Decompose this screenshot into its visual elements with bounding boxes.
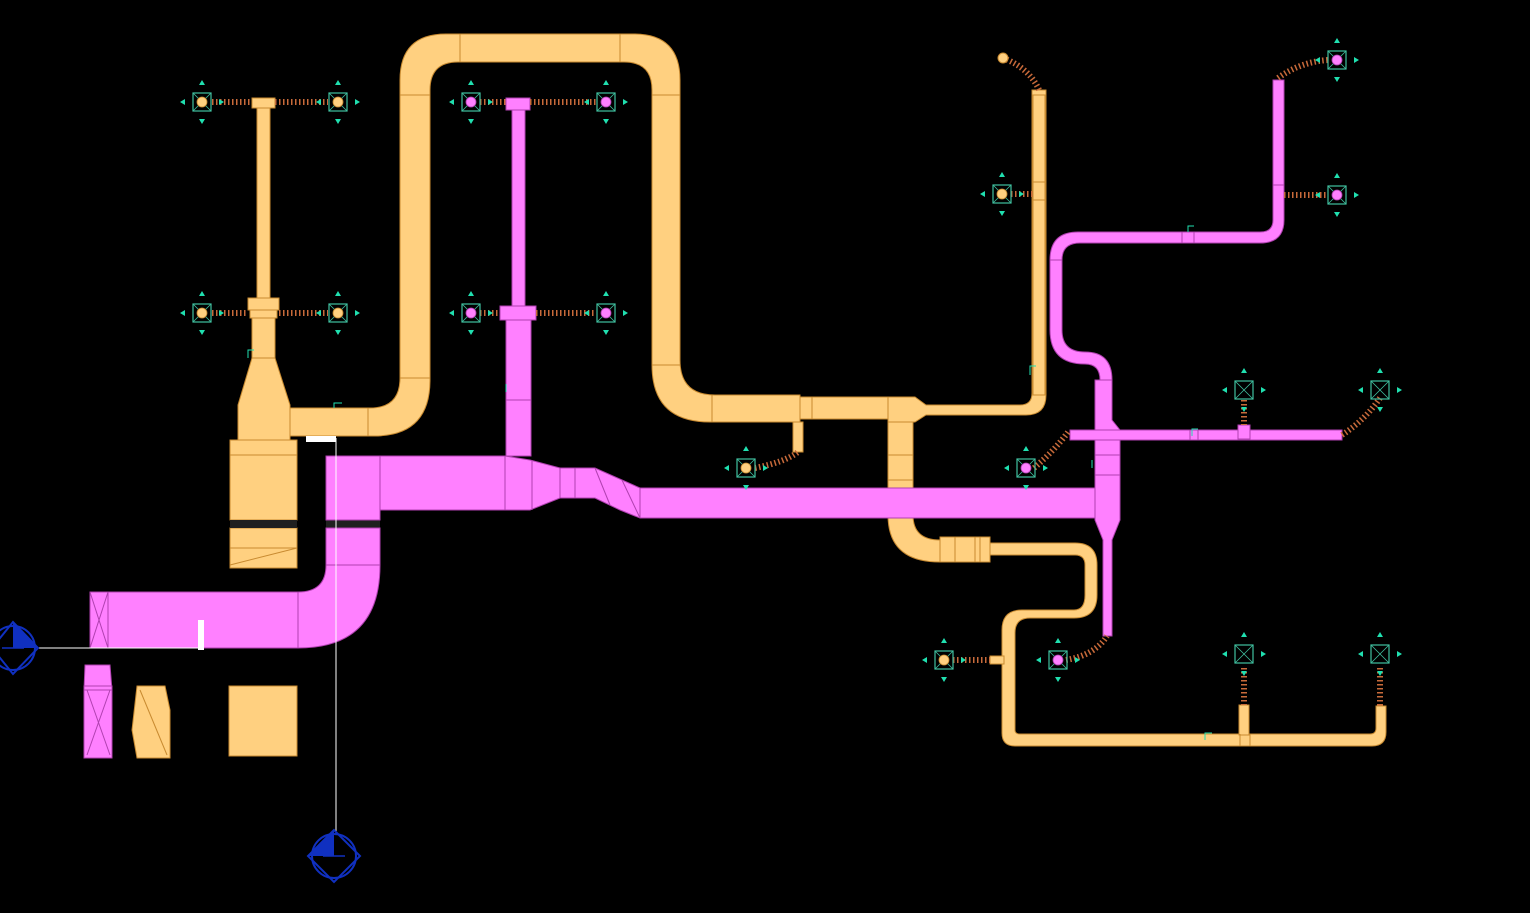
air-terminal-icon bbox=[315, 290, 361, 336]
section-leaders bbox=[38, 436, 337, 834]
grid-bubble-icon[interactable] bbox=[0, 620, 40, 676]
air-terminal-icon bbox=[1314, 172, 1360, 218]
supply-main-trunk bbox=[325, 455, 1096, 521]
equipment-box bbox=[228, 685, 298, 757]
supply-main-elbow bbox=[107, 527, 381, 649]
flex-duct-connectors bbox=[212, 55, 1383, 706]
air-terminal-icon bbox=[315, 79, 361, 125]
air-terminal-icon bbox=[979, 171, 1025, 217]
return-plenum bbox=[229, 439, 298, 521]
return-main-loop bbox=[289, 33, 801, 437]
air-terminal-icon bbox=[723, 445, 769, 491]
air-terminal-icon bbox=[1035, 637, 1081, 683]
air-terminal-icon bbox=[997, 52, 1009, 64]
supply-riser-right bbox=[1094, 379, 1121, 637]
supply-duct-system[interactable] bbox=[83, 79, 1343, 759]
air-terminal-icon bbox=[448, 79, 494, 125]
return-branch-east bbox=[799, 396, 891, 420]
grid-bubble-icon[interactable] bbox=[306, 828, 362, 884]
air-terminal-icon bbox=[1003, 445, 1049, 491]
air-terminals[interactable] bbox=[179, 37, 1403, 683]
air-terminal-icon bbox=[448, 290, 494, 336]
return-duct-system[interactable] bbox=[131, 33, 1387, 759]
air-terminal-icon bbox=[583, 290, 629, 336]
air-terminal-icon bbox=[1357, 367, 1403, 413]
air-terminal-icon bbox=[1314, 37, 1360, 83]
return-riser-left bbox=[256, 107, 271, 299]
air-terminal-icon bbox=[921, 637, 967, 683]
